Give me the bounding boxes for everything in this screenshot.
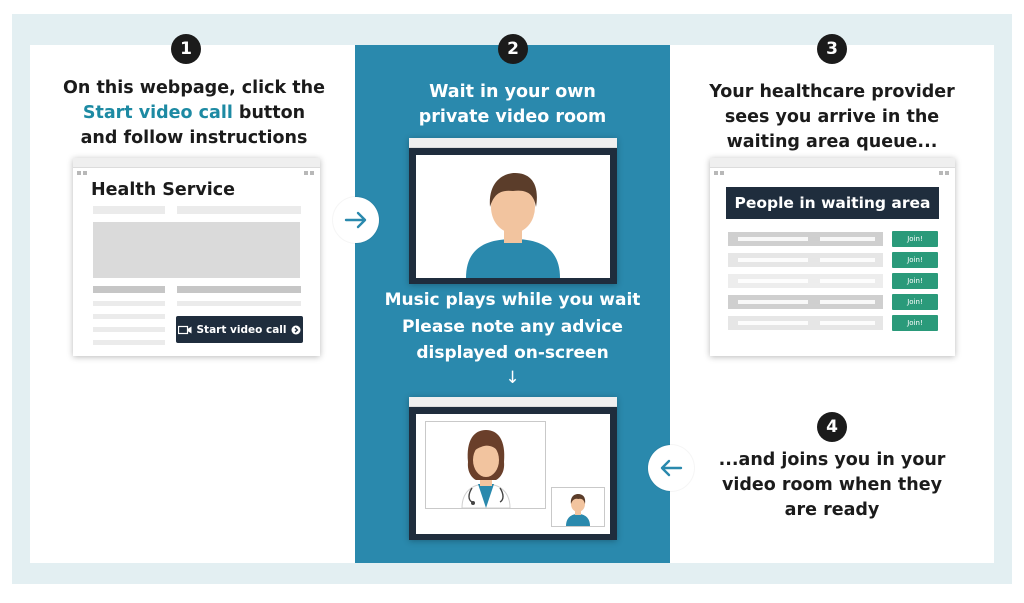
placeholder-line	[93, 286, 165, 293]
placeholder-line	[93, 206, 165, 214]
video-screen	[416, 155, 610, 278]
joined-video-room-window	[409, 397, 617, 540]
queue-row-placeholder	[728, 316, 883, 330]
right-arrow-icon	[333, 197, 379, 243]
video-camera-icon	[177, 325, 191, 334]
queue-row-detail	[820, 237, 875, 241]
join-button[interactable]: Join!	[892, 294, 938, 310]
health-service-window: Health Service Start video call	[73, 158, 320, 356]
start-video-call-label: Start video call	[196, 323, 287, 336]
join-button[interactable]: Join!	[892, 273, 938, 289]
patient-avatar-icon	[466, 173, 560, 278]
placeholder-line	[177, 206, 301, 214]
queue-row-placeholder	[728, 274, 883, 288]
private-video-room-window	[409, 138, 617, 284]
queue-row-detail	[820, 300, 875, 304]
placeholder-line	[177, 286, 301, 293]
window-titlebar	[73, 158, 320, 175]
step-2-line2: private video room	[418, 107, 607, 127]
step-1-heading: On this webpage, click the Start video c…	[40, 76, 348, 151]
step-4-line1: ...and joins you in your	[718, 450, 946, 470]
chevron-circle-icon	[291, 325, 301, 334]
step-3-line2: sees you arrive in the	[724, 107, 940, 127]
queue-row-name	[738, 321, 808, 325]
step-1-line2: Start video call button	[40, 101, 348, 126]
step-3-badge: 3	[817, 34, 847, 64]
queue-row-detail	[820, 279, 875, 283]
step-3-line1: Your healthcare provider	[709, 82, 955, 102]
placeholder-line	[93, 314, 165, 319]
patient-self-view-tile	[551, 487, 605, 527]
left-arrow-icon	[648, 445, 694, 491]
step-3-heading: Your healthcare provider sees you arrive…	[690, 80, 974, 155]
join-button[interactable]: Join!	[892, 315, 938, 331]
placeholder-line	[93, 327, 165, 332]
step-2-line1: Wait in your own	[429, 82, 596, 102]
waiting-note-line2: Please note any advice	[402, 316, 623, 337]
queue-row-placeholder	[728, 232, 883, 246]
step-4-line2: video room when they	[721, 475, 943, 495]
waiting-note-line3: displayed on-screen	[416, 343, 609, 363]
step-1-line2-rest: button	[232, 103, 306, 123]
waiting-note-line1: Music plays while you wait	[384, 290, 641, 310]
patient-avatar-icon	[566, 494, 590, 526]
join-button[interactable]: Join!	[892, 231, 938, 247]
window-titlebar	[409, 397, 617, 414]
step-1-line3: and follow instructions	[80, 128, 308, 148]
step-2-heading: Wait in your own private video room	[360, 80, 665, 130]
start-video-call-button[interactable]: Start video call	[176, 316, 303, 343]
health-service-title: Health Service	[91, 180, 235, 200]
step-2-badge: 2	[498, 34, 528, 64]
queue-row: Join!	[728, 231, 948, 247]
queue-row-placeholder	[728, 295, 883, 309]
waiting-notes: Music plays while you wait Please note a…	[360, 287, 665, 389]
waiting-area-title: People in waiting area	[726, 187, 939, 219]
queue-row-detail	[820, 258, 875, 262]
queue-row-name	[738, 279, 808, 283]
waiting-area-window: People in waiting area Join! Join! Join! Jo…	[710, 158, 955, 356]
queue-row-name	[738, 237, 808, 241]
down-arrow-icon: ↓	[505, 367, 520, 388]
doctor-video-tile	[425, 421, 546, 509]
queue-row-detail	[820, 321, 875, 325]
placeholder-line	[93, 301, 165, 306]
join-button[interactable]: Join!	[892, 252, 938, 268]
step-3-line3: waiting area queue...	[726, 132, 938, 152]
queue-row-name	[738, 258, 808, 262]
queue-row: Join!	[728, 294, 948, 310]
doctor-avatar-icon	[461, 430, 511, 509]
step-1-badge: 1	[171, 34, 201, 64]
placeholder-line	[177, 301, 301, 306]
step-1-line1: On this webpage, click the	[63, 78, 325, 98]
start-video-call-highlight: Start video call	[82, 103, 233, 123]
placeholder-banner	[93, 222, 300, 278]
window-titlebar	[710, 158, 955, 175]
placeholder-line	[93, 340, 165, 345]
queue-row-placeholder	[728, 253, 883, 267]
queue-row: Join!	[728, 273, 948, 289]
window-titlebar	[409, 138, 617, 155]
queue-row-name	[738, 300, 808, 304]
step-4-heading: ...and joins you in your video room when…	[690, 448, 974, 523]
queue-row: Join!	[728, 315, 948, 331]
step-4-badge: 4	[817, 412, 847, 442]
step-4-line3: are ready	[784, 500, 880, 520]
queue-row: Join!	[728, 252, 948, 268]
